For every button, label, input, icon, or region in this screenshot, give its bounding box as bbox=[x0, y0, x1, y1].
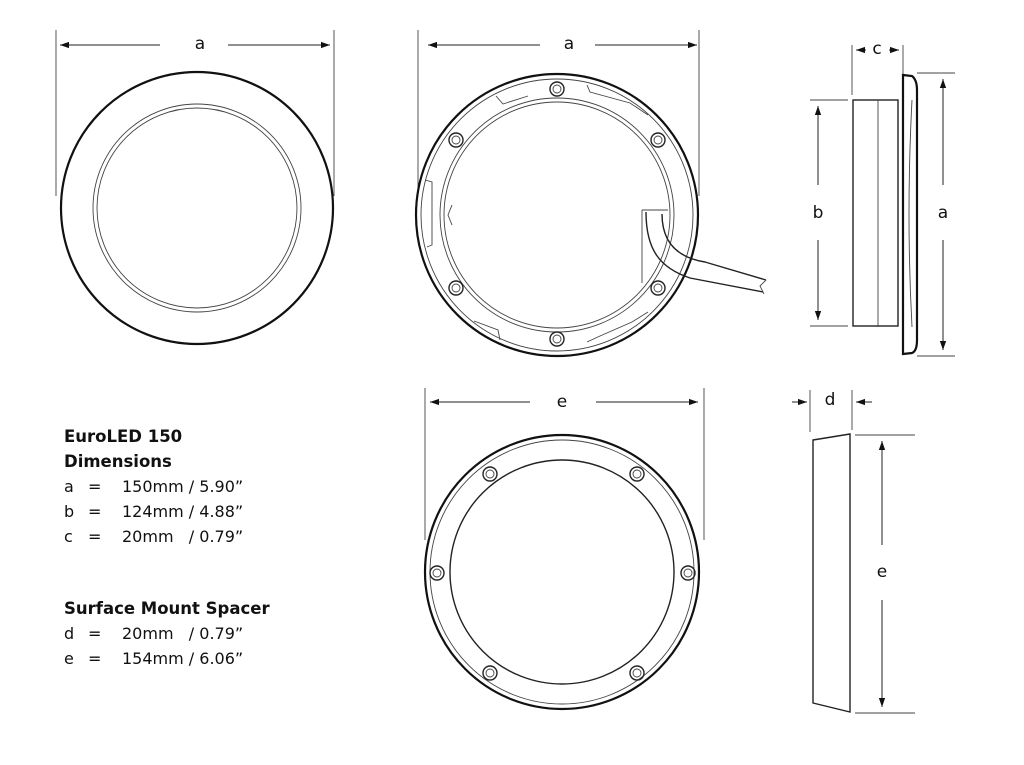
dimension-label-d: d bbox=[825, 390, 836, 410]
product-title: EuroLED 150 bbox=[64, 427, 182, 446]
spec-row: d = 20mm / 0.79” bbox=[64, 624, 243, 643]
back-view: a bbox=[414, 30, 767, 358]
dimension-label-a: a bbox=[195, 34, 205, 54]
spec-eq: = bbox=[88, 527, 101, 546]
dimension-label-a-back: a bbox=[564, 34, 574, 54]
dimension-label-b: b bbox=[813, 203, 824, 223]
spec-key: c bbox=[64, 527, 73, 546]
spec-value: 20mm / 0.79” bbox=[122, 624, 243, 643]
dimension-label-c: c bbox=[872, 39, 881, 59]
spec-key: d bbox=[64, 624, 74, 643]
spec-eq: = bbox=[88, 502, 101, 521]
spec-value: 150mm / 5.90” bbox=[122, 477, 243, 496]
spec-eq: = bbox=[88, 477, 101, 496]
spec-value: 154mm / 6.06” bbox=[122, 649, 243, 668]
dimension-label-a-side: a bbox=[938, 203, 948, 223]
spacer-title: Surface Mount Spacer bbox=[64, 599, 270, 618]
side-view: c b a bbox=[810, 39, 955, 357]
spec-key: e bbox=[64, 649, 74, 668]
spec-value: 124mm / 4.88” bbox=[122, 502, 243, 521]
spacer-side-view: d e bbox=[792, 390, 915, 714]
spec-key: a bbox=[64, 477, 74, 496]
spacer-screw-holes bbox=[429, 466, 696, 681]
screw-holes bbox=[448, 81, 666, 347]
spec-row: c = 20mm / 0.79” bbox=[64, 527, 243, 546]
product-subtitle: Dimensions bbox=[64, 452, 172, 471]
spacer-front-view: e bbox=[423, 388, 705, 711]
spec-row: a = 150mm / 5.90” bbox=[64, 477, 243, 496]
spec-eq: = bbox=[88, 624, 101, 643]
spec-key: b bbox=[64, 502, 74, 521]
spec-row: b = 124mm / 4.88” bbox=[64, 502, 243, 521]
specifications: EuroLED 150 Dimensions a = 150mm / 5.90”… bbox=[64, 427, 270, 668]
cable bbox=[641, 209, 767, 295]
spec-row: e = 154mm / 6.06” bbox=[64, 649, 243, 668]
dimension-label-e-side: e bbox=[877, 562, 887, 582]
front-view: a bbox=[55, 30, 335, 346]
dimension-label-e: e bbox=[557, 392, 567, 412]
spec-value: 20mm / 0.79” bbox=[122, 527, 243, 546]
spec-eq: = bbox=[88, 649, 101, 668]
